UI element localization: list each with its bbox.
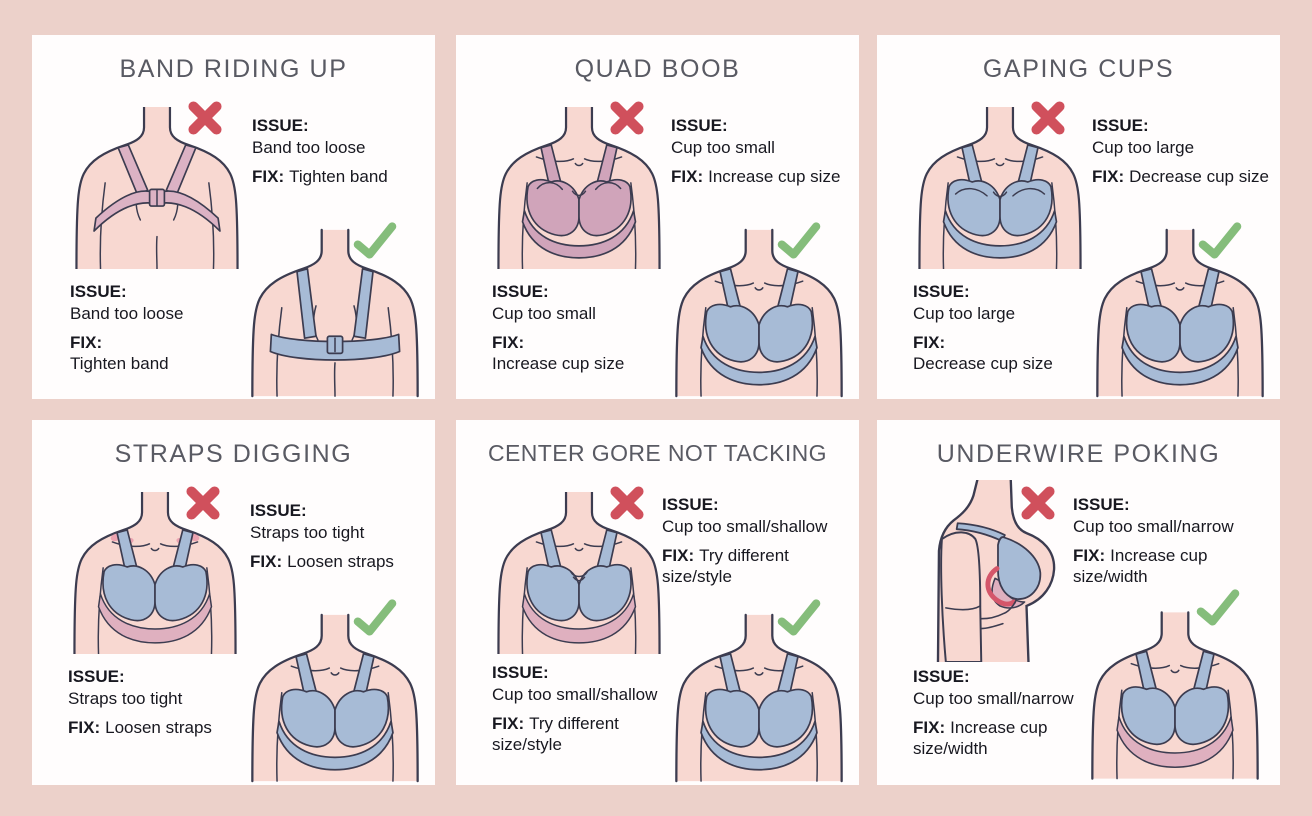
- panel-underwire-poking: UNDERWIRE POKING ISSUE: Cup to: [877, 420, 1280, 785]
- check-icon: [1195, 588, 1241, 626]
- issue-fix-bottom: ISSUE: Cup too small/narrow FIX:Increase…: [913, 666, 1093, 760]
- issue-fix-bottom: ISSUE: Cup too small/shallow FIX:Try dif…: [492, 662, 672, 756]
- issue-fix-top: ISSUE: Cup too small/narrow FIX:Increase…: [1073, 494, 1273, 588]
- issue-fix-bottom: ISSUE: Cup too small FIX:Increase cup si…: [492, 281, 692, 375]
- issue-text: Cup too small/narrow: [913, 688, 1074, 708]
- issue-label: ISSUE:: [70, 282, 127, 301]
- issue-text: Cup too small: [671, 137, 775, 157]
- check-icon: [1197, 221, 1243, 259]
- fix-label: FIX:: [70, 332, 103, 352]
- cross-icon: [184, 97, 226, 139]
- fix-label: FIX:: [662, 545, 695, 565]
- panel-center-gore-not-tacking: CENTER GORE NOT TACKING: [456, 420, 859, 785]
- issue-text: Cup too large: [1092, 137, 1195, 157]
- issue-label: ISSUE:: [1092, 116, 1149, 135]
- check-icon: [352, 598, 398, 636]
- panel-title: BAND RIDING UP: [119, 55, 348, 83]
- fix-text: Loosen straps: [287, 551, 394, 571]
- panel-title: GAPING CUPS: [982, 55, 1175, 83]
- fix-text: Loosen straps: [105, 717, 212, 737]
- cross-icon: [1027, 97, 1069, 139]
- correct-illustration-front-view: [240, 612, 430, 784]
- fix-label: FIX:: [913, 332, 946, 352]
- issue-label: ISSUE:: [1073, 495, 1130, 514]
- check-icon: [352, 221, 398, 259]
- correct-illustration-front-view: [664, 612, 854, 784]
- issue-text: Cup too small/narrow: [1073, 516, 1234, 536]
- issue-fix-top: ISSUE: Straps too tight FIX:Loosen strap…: [250, 500, 440, 572]
- issue-fix-top: ISSUE: Cup too large FIX:Decrease cup si…: [1092, 115, 1288, 187]
- fix-label: FIX:: [492, 332, 525, 352]
- cross-icon: [606, 482, 648, 524]
- issue-text: Straps too tight: [250, 522, 365, 542]
- fix-text: Increase cup size: [492, 354, 625, 374]
- wrong-illustration-front-view: [484, 107, 674, 269]
- wrong-illustration-front-view: [60, 492, 250, 654]
- fix-text: Decrease cup size: [1129, 166, 1269, 186]
- panel-band-riding-up: BAND RIDING UP ISSUE: [32, 35, 435, 399]
- issue-label: ISSUE:: [250, 501, 307, 520]
- cross-icon: [182, 482, 224, 524]
- fix-label: FIX:: [671, 166, 704, 186]
- issue-label: ISSUE:: [68, 667, 125, 686]
- fix-text: Try different size/style: [662, 545, 789, 587]
- correct-illustration-front-view: [1085, 227, 1275, 399]
- issue-text: Cup too small/shallow: [492, 684, 658, 704]
- fix-text: Tighten band: [70, 354, 169, 374]
- cross-icon: [606, 97, 648, 139]
- issue-fix-top: ISSUE: Cup too small/shallow FIX:Try dif…: [662, 494, 862, 588]
- correct-illustration-back-view: [240, 227, 430, 399]
- issue-label: ISSUE:: [671, 116, 728, 135]
- panel-straps-digging: STRAPS DIGGING: [32, 420, 435, 785]
- issue-text: Band too loose: [70, 303, 184, 323]
- issue-fix-top: ISSUE: Cup too small FIX:Increase cup si…: [671, 115, 867, 187]
- correct-illustration-front-view: [664, 227, 854, 399]
- issue-label: ISSUE:: [492, 282, 549, 301]
- issue-label: ISSUE:: [252, 116, 309, 135]
- fix-label: FIX:: [1073, 545, 1106, 565]
- issue-text: Cup too small: [492, 303, 596, 323]
- panel-gaping-cups: GAPING CUPS: [877, 35, 1280, 399]
- issue-label: ISSUE:: [492, 663, 549, 682]
- fix-text: Increase cup size: [708, 166, 841, 186]
- panel-title: QUAD BOOB: [574, 55, 741, 83]
- wrong-illustration-side-view: [917, 480, 1077, 662]
- issue-label: ISSUE:: [913, 667, 970, 686]
- panel-title: CENTER GORE NOT TACKING: [488, 440, 827, 466]
- wrong-illustration-front-view: [484, 492, 674, 654]
- cross-icon: [1017, 482, 1059, 524]
- fix-label: FIX:: [913, 717, 946, 737]
- issue-label: ISSUE:: [662, 495, 719, 514]
- issue-text: Straps too tight: [68, 688, 183, 708]
- fix-text: Decrease cup size: [913, 354, 1053, 374]
- issue-fix-bottom: ISSUE: Cup too large FIX:Decrease cup si…: [913, 281, 1113, 375]
- fix-label: FIX:: [1092, 166, 1125, 186]
- issue-text: Band too loose: [252, 137, 366, 157]
- issue-label: ISSUE:: [913, 282, 970, 301]
- panel-quad-boob: QUAD BOOB: [456, 35, 859, 399]
- fix-label: FIX:: [250, 551, 283, 571]
- correct-illustration-front-view: [1080, 608, 1270, 783]
- wrong-illustration-back-view: [62, 107, 252, 269]
- fix-text: Tighten band: [289, 166, 388, 186]
- issue-fix-bottom: ISSUE: Straps too tight FIX:Loosen strap…: [68, 666, 268, 738]
- panel-title: UNDERWIRE POKING: [936, 440, 1221, 468]
- fix-text: Increase cup size/width: [913, 717, 1048, 759]
- issue-fix-bottom: ISSUE: Band too loose FIX:Tighten band: [70, 281, 270, 375]
- fix-label: FIX:: [68, 717, 101, 737]
- fix-text: Try different size/style: [492, 713, 619, 755]
- fix-label: FIX:: [492, 713, 525, 733]
- issue-text: Cup too small/shallow: [662, 516, 828, 536]
- panel-title: STRAPS DIGGING: [114, 440, 353, 468]
- issue-fix-top: ISSUE: Band too loose FIX:Tighten band: [252, 115, 434, 187]
- issue-text: Cup too large: [913, 303, 1016, 323]
- wrong-illustration-front-view: [905, 107, 1095, 269]
- check-icon: [776, 598, 822, 636]
- check-icon: [776, 221, 822, 259]
- fix-label: FIX:: [252, 166, 285, 186]
- fix-text: Increase cup size/width: [1073, 545, 1208, 587]
